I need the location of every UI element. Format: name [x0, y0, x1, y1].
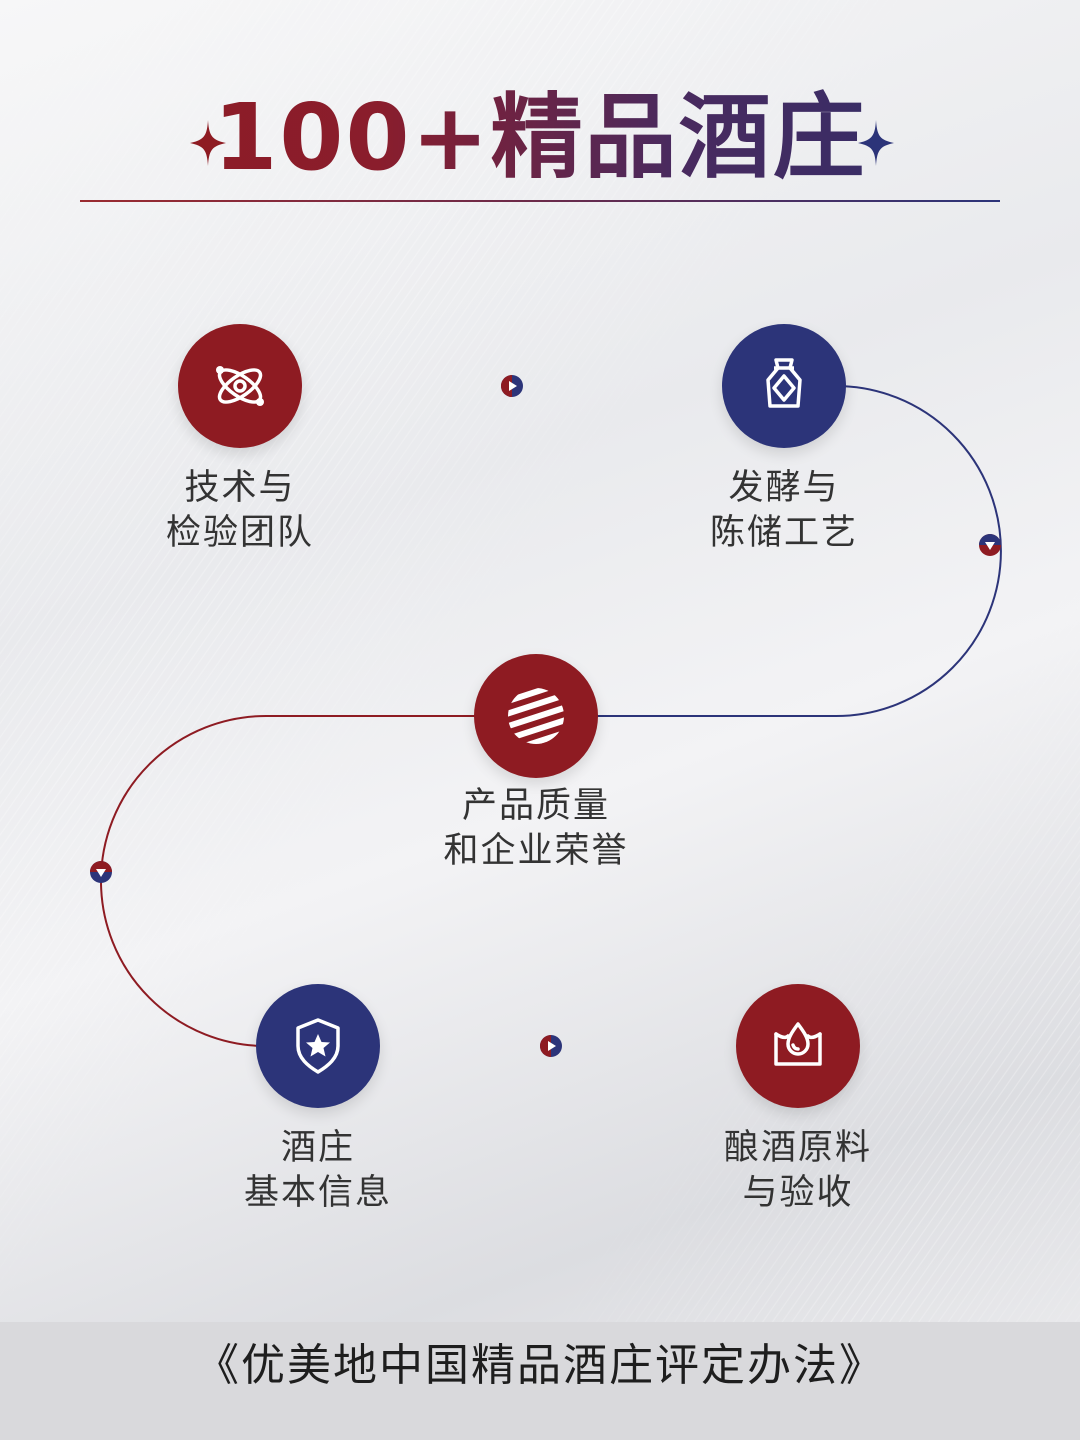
node-winery-info	[256, 984, 380, 1108]
node-label: 发酵与 陈储工艺	[709, 468, 858, 553]
footer-band	[0, 1322, 1080, 1440]
arrow-marker	[979, 534, 1001, 556]
sparkle-icon	[858, 120, 894, 166]
shield-star-icon	[296, 1018, 340, 1074]
node-fermentation	[722, 324, 846, 448]
node-label: 技术与 检验团队	[165, 468, 314, 553]
arrow-marker	[90, 861, 112, 883]
node-raw-materials	[736, 984, 860, 1108]
arrow-marker	[501, 375, 523, 397]
page-title: 100+精品酒庄	[0, 78, 1080, 198]
node-label: 产品质量 和企业荣誉	[443, 786, 629, 871]
striped-globe-icon	[508, 688, 564, 744]
bottle-icon	[766, 358, 802, 408]
node-label: 酿酒原料 与验收	[723, 1128, 872, 1213]
footer-caption: 《优美地中国精品酒庄评定办法》	[195, 1340, 885, 1391]
arrow-marker	[540, 1035, 562, 1057]
sparkle-icon	[190, 120, 226, 166]
node-quality	[474, 654, 598, 778]
title-divider	[80, 200, 1000, 202]
node-tech-team	[178, 324, 302, 448]
water-drop-icon	[774, 1022, 822, 1066]
atom-icon	[216, 366, 264, 406]
node-label: 酒庄 基本信息	[243, 1128, 392, 1213]
